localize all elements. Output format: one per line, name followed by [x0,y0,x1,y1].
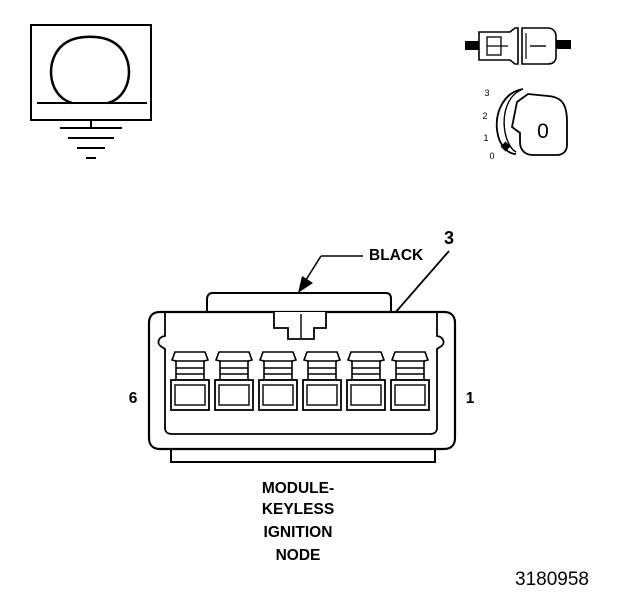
figure-number: 3180958 [515,569,589,590]
connector-name-line: MODULE- [262,480,334,497]
pin-number-label: 3 [444,228,454,248]
wire-color-label: BLACK [369,247,424,264]
connector-plug-icon [465,27,571,65]
pin-cavity [302,351,342,411]
connector-name-line: KEYLESS [262,501,334,518]
pin-end-label-left: 6 [129,390,138,407]
connector-housing [147,292,457,463]
key-position-label: 1 [483,133,488,143]
pin-cavity [258,351,298,411]
pin-cavity [170,351,210,411]
pin-cavity [390,351,430,411]
connector-name-line: NODE [276,547,321,564]
pin-end-label-right: 1 [466,390,475,407]
pin-cavity [214,351,254,411]
key-position-label: 0 [489,151,494,161]
ignition-key-icon: 0 3 2 1 0 [482,88,568,161]
pin-cavities [170,351,430,411]
color-callout: BLACK [298,247,424,293]
key-position-label: 3 [484,88,489,98]
key-position-label: 2 [482,111,487,121]
key-face-label: 0 [537,120,549,143]
connector-name-line: IGNITION [264,524,333,541]
pin-cavity [346,351,386,411]
ground-omega-icon [30,24,152,159]
